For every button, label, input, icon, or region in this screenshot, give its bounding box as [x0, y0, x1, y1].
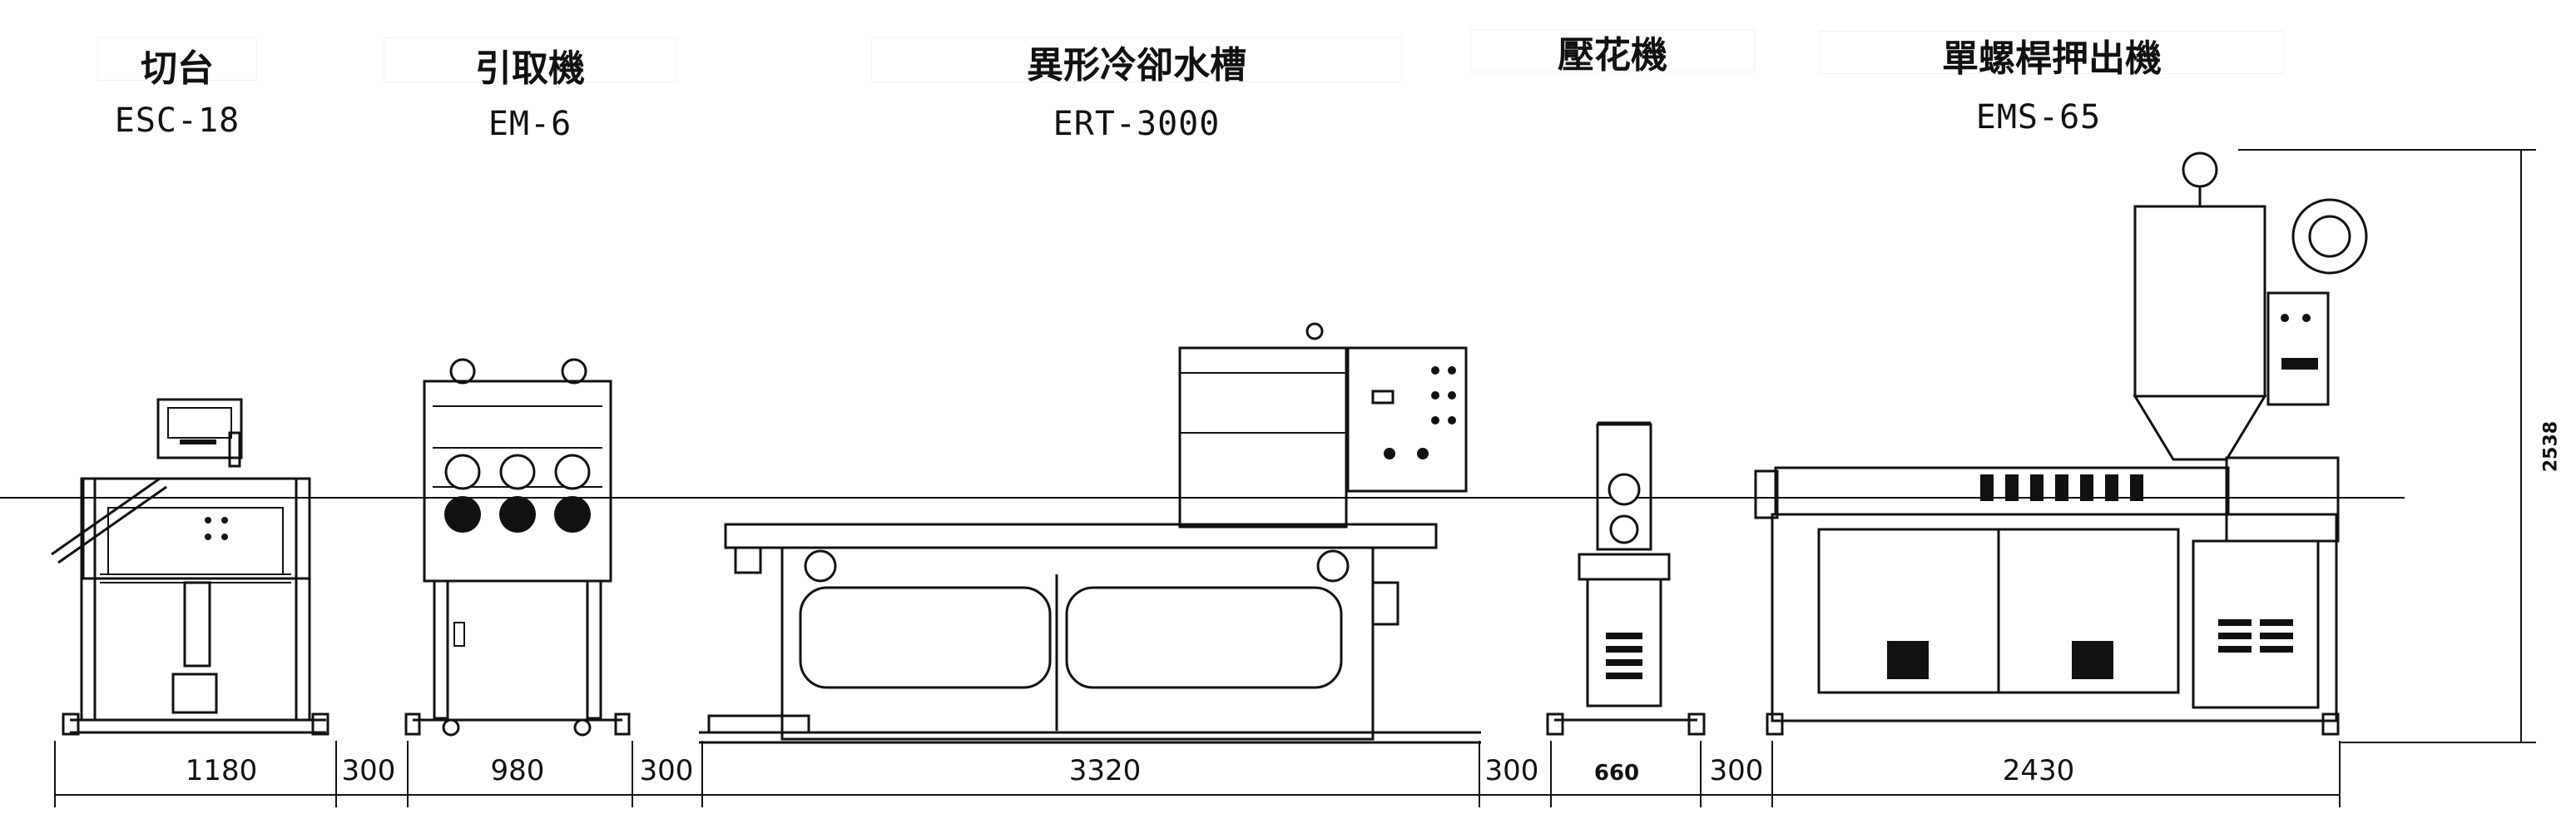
cooling-tank-drawing [699, 322, 1481, 744]
tank-name: 異形冷卻水槽 [1027, 44, 1246, 87]
cutter-name: 切台 [141, 47, 214, 90]
tank-model: ERT-3000 [1053, 105, 1221, 143]
dim-embosser-width: 660 [1593, 761, 1640, 786]
hauloff-drawing [404, 358, 631, 737]
dim-gap-3: 300 [1484, 754, 1539, 787]
embosser-drawing [1546, 421, 1706, 736]
hauloff-name: 引取機 [475, 47, 585, 90]
extruder-model: EMS-65 [1975, 98, 2102, 137]
embosser-name: 壓花機 [1558, 34, 1667, 77]
dim-tank-width: 3320 [1068, 754, 1142, 787]
dim-gap-1: 300 [341, 754, 396, 787]
dim-extruder-width: 2430 [2002, 754, 2075, 787]
dim-gap-2: 300 [639, 754, 694, 787]
cutter-drawing [51, 398, 329, 736]
tank-title-box [872, 38, 1401, 82]
embosser-title-box [1471, 30, 1754, 72]
dim-cutter-width: 1180 [185, 754, 258, 787]
extruder-drawing [1754, 151, 2368, 736]
dim-hauloff-width: 980 [490, 754, 545, 787]
dimension-lines [54, 149, 2536, 807]
dim-gap-4: 300 [1709, 754, 1764, 787]
extruder-title-box [1821, 32, 2283, 73]
hauloff-model: EM-6 [488, 105, 572, 143]
hauloff-title-box [384, 38, 676, 82]
cutter-model: ESC-18 [114, 102, 240, 140]
cutter-title-box [98, 38, 256, 80]
extruder-name: 單螺桿押出機 [1942, 37, 2162, 80]
